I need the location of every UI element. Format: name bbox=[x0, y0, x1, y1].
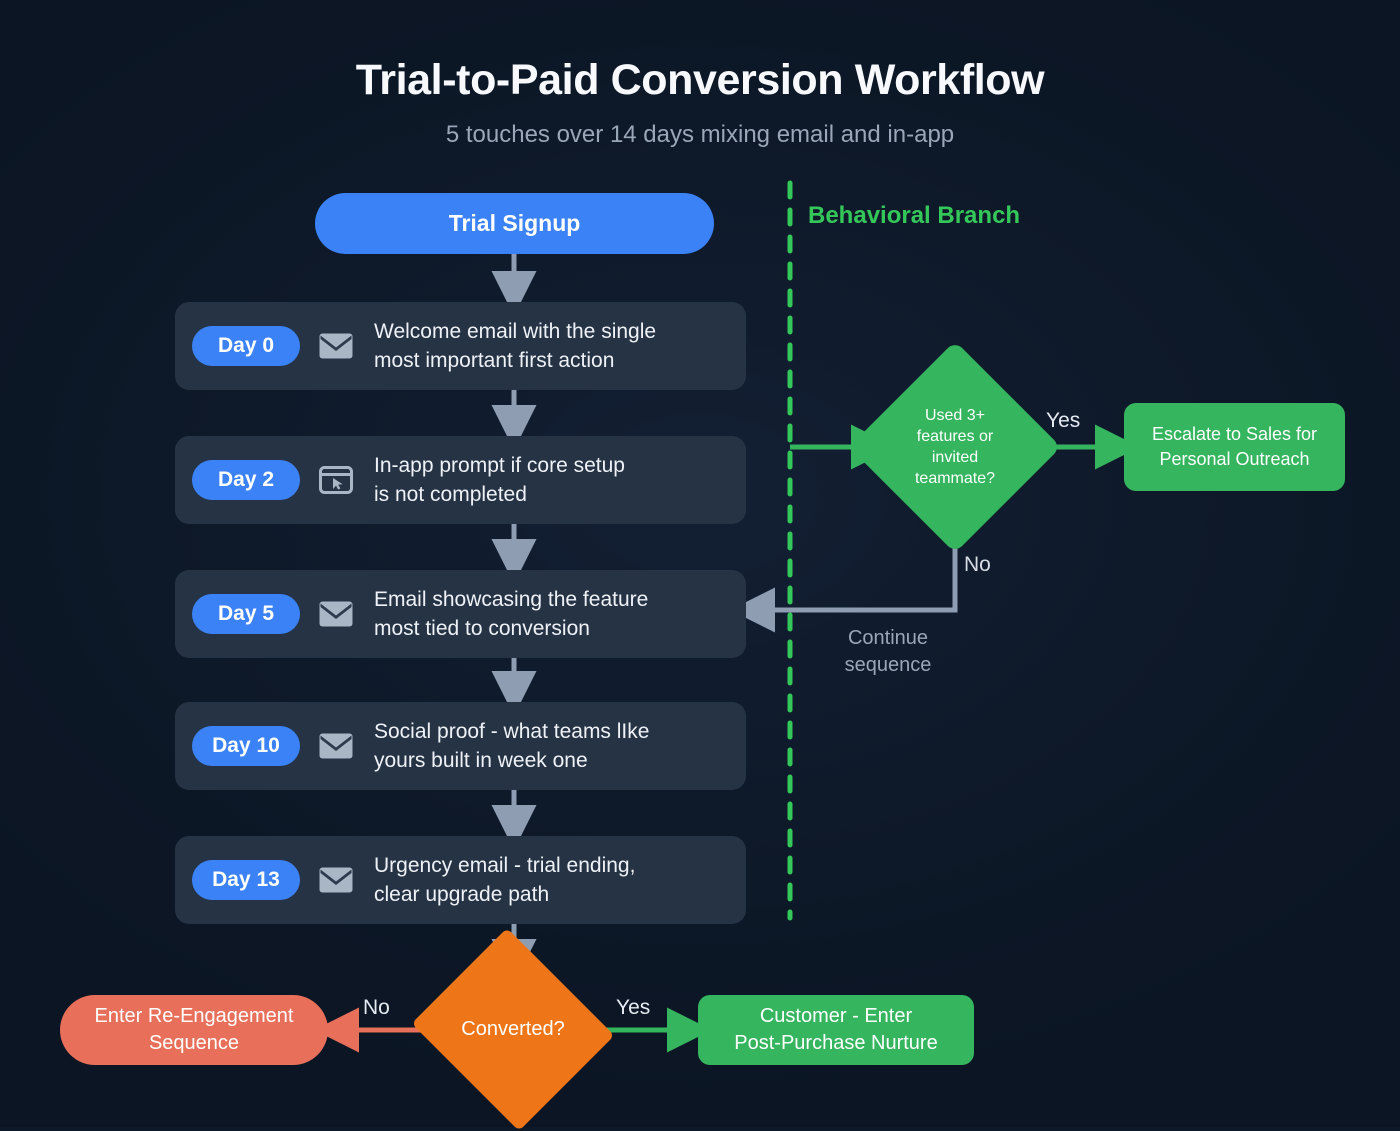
step-card-day-10[interactable]: Day 10 Social proof - what teams lIke yo… bbox=[175, 702, 746, 790]
step-description: Welcome email with the single most impor… bbox=[374, 320, 657, 372]
step-card-day-5[interactable]: Day 5 Email showcasing the feature most … bbox=[175, 570, 746, 658]
in-app-window-cursor-icon bbox=[316, 460, 356, 500]
envelope-icon bbox=[316, 860, 356, 900]
step-description: Urgency email - trial ending, clear upgr… bbox=[374, 854, 636, 906]
step-description: Social proof - what teams lIke yours bui… bbox=[374, 720, 650, 772]
edge-label-continue-sequence: Continue sequence bbox=[844, 627, 932, 676]
start-node-label: Trial Signup bbox=[448, 210, 581, 236]
page-title: Trial-to-Paid Conversion Workflow bbox=[355, 56, 1045, 104]
outcome-node-reengagement[interactable]: Enter Re-Engagement Sequence bbox=[60, 995, 328, 1065]
edge-label-yes-branch: Yes bbox=[1046, 409, 1081, 432]
page-subtitle: 5 touches over 14 days mixing email and … bbox=[445, 121, 955, 148]
edge-no-continue-sequence bbox=[729, 525, 958, 633]
edge-label-no-converted: No bbox=[363, 996, 390, 1019]
day-badge: Day 13 bbox=[192, 860, 300, 900]
day-badge: Day 0 bbox=[192, 326, 300, 366]
step-description: In-app prompt if core setup is not compl… bbox=[374, 454, 625, 506]
envelope-icon bbox=[316, 726, 356, 766]
step-card-day-13[interactable]: Day 13 Urgency email - trial ending, cle… bbox=[175, 836, 746, 924]
day-badge: Day 5 bbox=[192, 594, 300, 634]
decision-node-converted[interactable]: Converted? bbox=[411, 928, 615, 1131]
reengagement-label: Enter Re-Engagement Sequence bbox=[94, 1005, 294, 1054]
envelope-icon bbox=[316, 594, 356, 634]
day-badge: Day 2 bbox=[192, 460, 300, 500]
behavioral-branch-label: Behavioral Branch bbox=[808, 202, 1021, 229]
day-badge: Day 10 bbox=[192, 726, 300, 766]
outcome-node-customer-nurture[interactable]: Customer - Enter Post-Purchase Nurture bbox=[698, 995, 974, 1065]
decision-label: Converted? bbox=[461, 1018, 565, 1040]
step-description: Email showcasing the feature most tied t… bbox=[374, 588, 649, 640]
customer-nurture-label: Customer - Enter Post-Purchase Nurture bbox=[734, 1005, 938, 1054]
escalate-label: Escalate to Sales for Personal Outreach bbox=[1151, 424, 1318, 469]
envelope-icon bbox=[316, 326, 356, 366]
step-card-day-2[interactable]: Day 2 In-app prompt if core setup is not… bbox=[175, 436, 746, 524]
decision-label: Used 3+ features or invited teammate? bbox=[914, 407, 996, 487]
edge-label-no-branch: No bbox=[964, 553, 991, 576]
step-card-day-0[interactable]: Day 0 Welcome email with the single most… bbox=[175, 302, 746, 390]
outcome-node-escalate-to-sales[interactable]: Escalate to Sales for Personal Outreach bbox=[1124, 403, 1345, 491]
decision-node-behavior[interactable]: Used 3+ features or invited teammate? bbox=[848, 340, 1062, 554]
edge-label-yes-converted: Yes bbox=[616, 996, 651, 1019]
start-node-trial-signup[interactable]: Trial Signup bbox=[315, 193, 714, 254]
